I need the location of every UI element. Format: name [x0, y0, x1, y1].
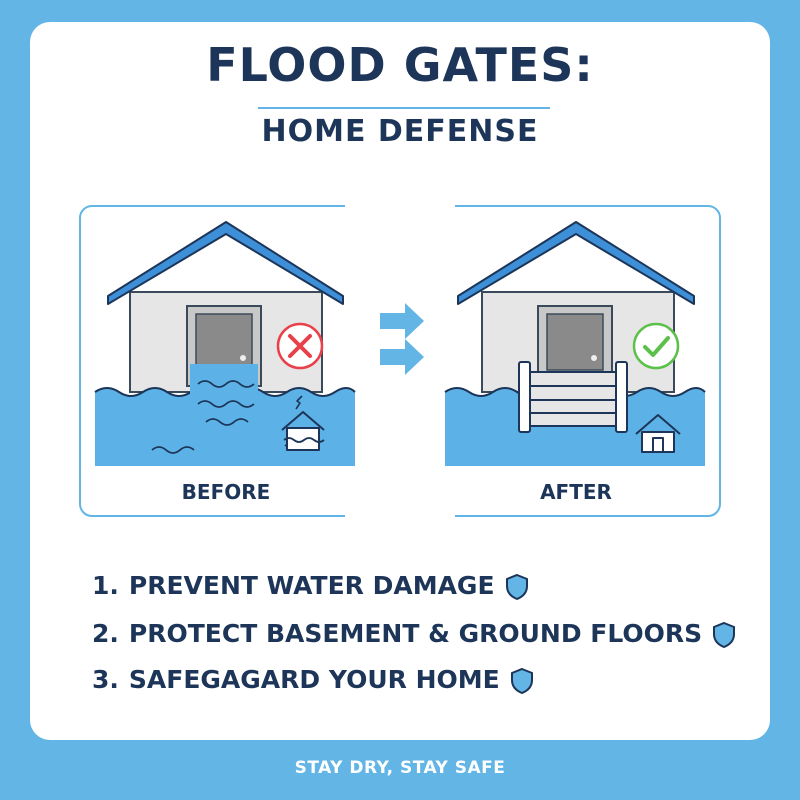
benefit-text: PREVENT WATER DAMAGE: [128, 571, 495, 600]
flood-gate-barrier: [518, 361, 628, 433]
shield-icon: [713, 621, 736, 649]
flooded-house-icon: [281, 395, 325, 451]
safe-house-icon: [635, 414, 681, 453]
check-circle-icon: [632, 322, 680, 370]
benefit-item: 1. PREVENT WATER DAMAGE: [92, 566, 529, 606]
benefit-number: 2.: [92, 619, 119, 648]
benefit-text: SAFEGAGARD YOUR HOME: [128, 665, 500, 694]
benefit-text: PROTECT BASEMENT & GROUND FLOORS: [128, 619, 703, 648]
after-panel-frame: [455, 205, 721, 517]
title-divider: [258, 107, 550, 109]
benefit-item: 2. PROTECT BASEMENT & GROUND FLOORS: [92, 614, 736, 654]
benefit-number: 1.: [92, 571, 119, 600]
benefit-number: 3.: [92, 665, 119, 694]
double-arrow-right-icon: [380, 303, 424, 375]
benefit-item: 3. SAFEGAGARD YOUR HOME: [92, 660, 534, 700]
x-circle-icon: [276, 322, 324, 370]
footer-tagline: STAY DRY, STAY SAFE: [294, 758, 506, 778]
before-panel-frame: [79, 205, 345, 517]
page-title: FLOOD GATES:: [206, 38, 594, 92]
shield-icon: [510, 667, 533, 695]
shield-icon: [505, 573, 528, 601]
after-label: AFTER: [540, 480, 612, 504]
before-label: BEFORE: [181, 480, 271, 504]
page-subtitle: HOME DEFENSE: [261, 114, 539, 149]
